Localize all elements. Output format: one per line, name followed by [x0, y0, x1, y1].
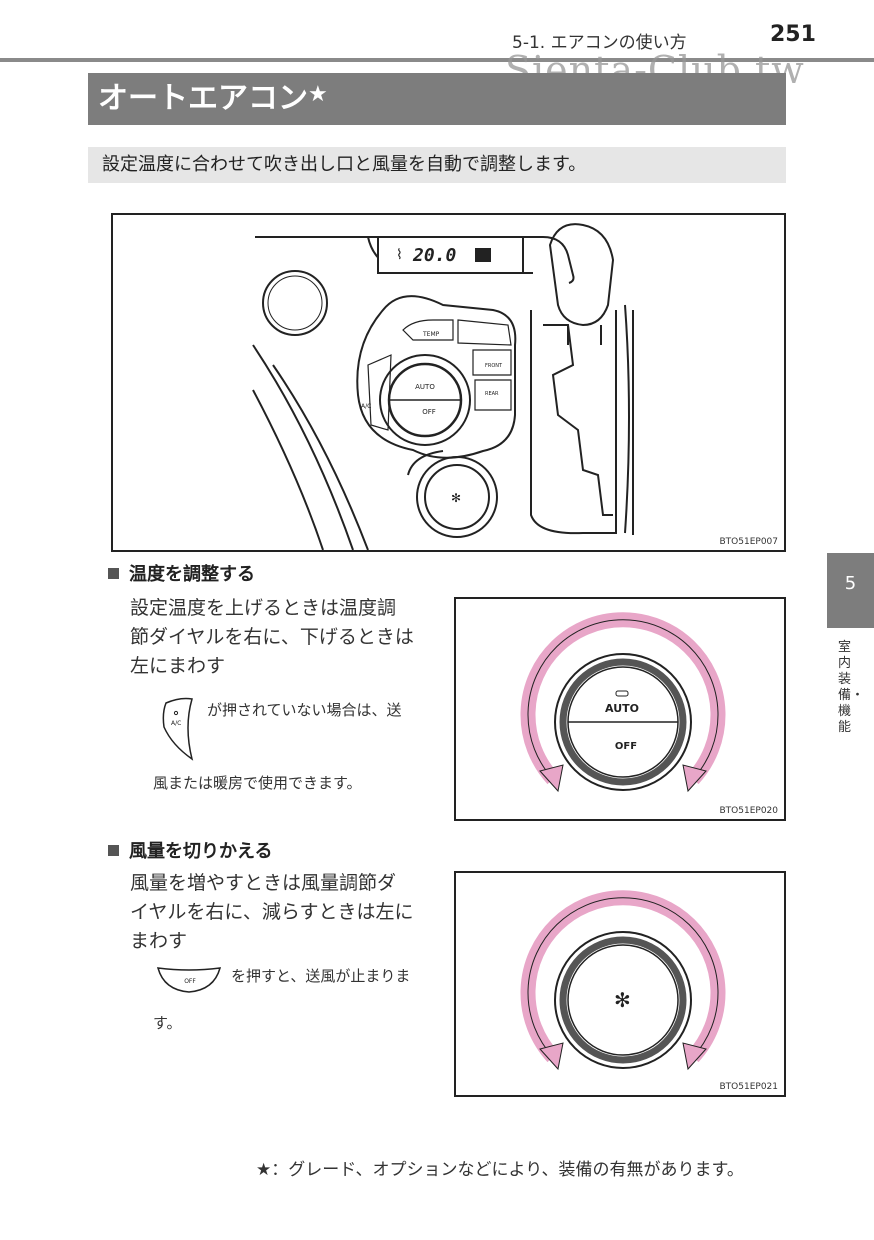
fan-dial-figure: ✻ BTO51EP021: [454, 871, 786, 1097]
footnote: ★：グレード、オプションなどにより、装備の有無があります。: [256, 1160, 744, 1180]
dashboard-illustration: 20.0 ⌇ AUTO OFF TEMP A/C FRONT REAR ✻: [252, 223, 634, 551]
front-defrost-button[interactable]: FRONT: [485, 363, 503, 369]
figure-code: BTO51EP021: [719, 1082, 779, 1092]
temp-label: TEMP: [422, 331, 440, 338]
display-temp: 20.0: [412, 245, 457, 266]
text-line: 設定温度を上げるときは温度調: [130, 597, 397, 619]
fan-instructions: 風量を増やすときは風量調節ダ イヤルを右に、減らすときは左に まわす: [130, 869, 445, 956]
header-rule: [0, 58, 874, 62]
section-heading: 5-1. エアコンの使い方: [512, 33, 687, 53]
temp-note-line2: 風または暖房で使用できます。: [153, 774, 362, 792]
text-line: 風量を増やすときは風量調節ダ: [130, 872, 397, 894]
fan-note-line2: す。: [153, 1014, 182, 1032]
off-button-icon: OFF: [156, 967, 222, 993]
temp-dial[interactable]: AUTO OFF: [379, 354, 471, 446]
chapter-tab[interactable]: 5: [827, 553, 874, 628]
fan-icon: ✻: [451, 491, 461, 505]
ac-button-icon: A/C: [162, 697, 194, 761]
temp-note-line1: が押されていない場合は、送: [207, 701, 402, 719]
fan-level-icon: [475, 248, 491, 262]
rotate-right-arrow-icon: [682, 764, 707, 793]
rear-defrost-button[interactable]: REAR: [485, 391, 499, 397]
page-title-text: オートエアコン: [98, 81, 308, 116]
figure-code: BTO51EP020: [719, 806, 779, 816]
figure-code: BTO51EP007: [719, 537, 779, 547]
off-button[interactable]: OFF: [615, 741, 637, 752]
square-bullet-icon: [108, 568, 119, 579]
main-figure: 20.0 ⌇ AUTO OFF TEMP A/C FRONT REAR ✻ BT…: [111, 213, 786, 552]
ac-icon-label: A/C: [171, 720, 181, 727]
intro-text: 設定温度に合わせて吹き出し口と風量を自動で調整します。: [88, 147, 786, 183]
climate-display: [377, 236, 524, 274]
chapter-label: 室内装備・機能: [838, 640, 865, 735]
text-line: イヤルを右に、減らすときは左に: [130, 901, 414, 923]
section-heading-fan-text: 風量を切りかえる: [129, 841, 273, 862]
temp-dial-figure: AUTO OFF BTO51EP020: [454, 597, 786, 821]
rotate-left-arrow-icon: [539, 764, 564, 793]
page-title: オートエアコン★: [88, 73, 786, 125]
section-heading-temp: 温度を調整する: [108, 560, 255, 586]
fan-note-line1: を押すと、送風が止まりま: [231, 967, 411, 985]
square-bullet-icon: [108, 845, 119, 856]
off-label: OFF: [422, 408, 436, 416]
star-icon: ★: [308, 82, 328, 107]
text-line: 左にまわす: [130, 655, 226, 677]
airflow-icon: ⌇: [396, 247, 403, 263]
auto-button[interactable]: AUTO: [605, 702, 639, 715]
temp-dial-illustration: AUTO OFF: [520, 612, 726, 793]
fan-icon: ✻: [614, 988, 631, 1012]
section-heading-temp-text: 温度を調整する: [129, 564, 255, 585]
page-number: 251: [770, 22, 816, 47]
text-line: 節ダイヤルを右に、下げるときは: [130, 626, 414, 648]
off-icon-label: OFF: [184, 978, 196, 985]
rotate-right-arrow-icon: [682, 1042, 707, 1071]
rotate-left-arrow-icon: [539, 1042, 564, 1071]
auto-label: AUTO: [415, 383, 435, 391]
section-heading-fan: 風量を切りかえる: [108, 837, 272, 863]
temp-instructions: 設定温度を上げるときは温度調 節ダイヤルを右に、下げるときは 左にまわす: [130, 594, 445, 681]
ac-button[interactable]: A/C: [361, 403, 371, 410]
text-line: まわす: [130, 930, 188, 952]
fan-dial-illustration: ✻: [520, 890, 726, 1071]
